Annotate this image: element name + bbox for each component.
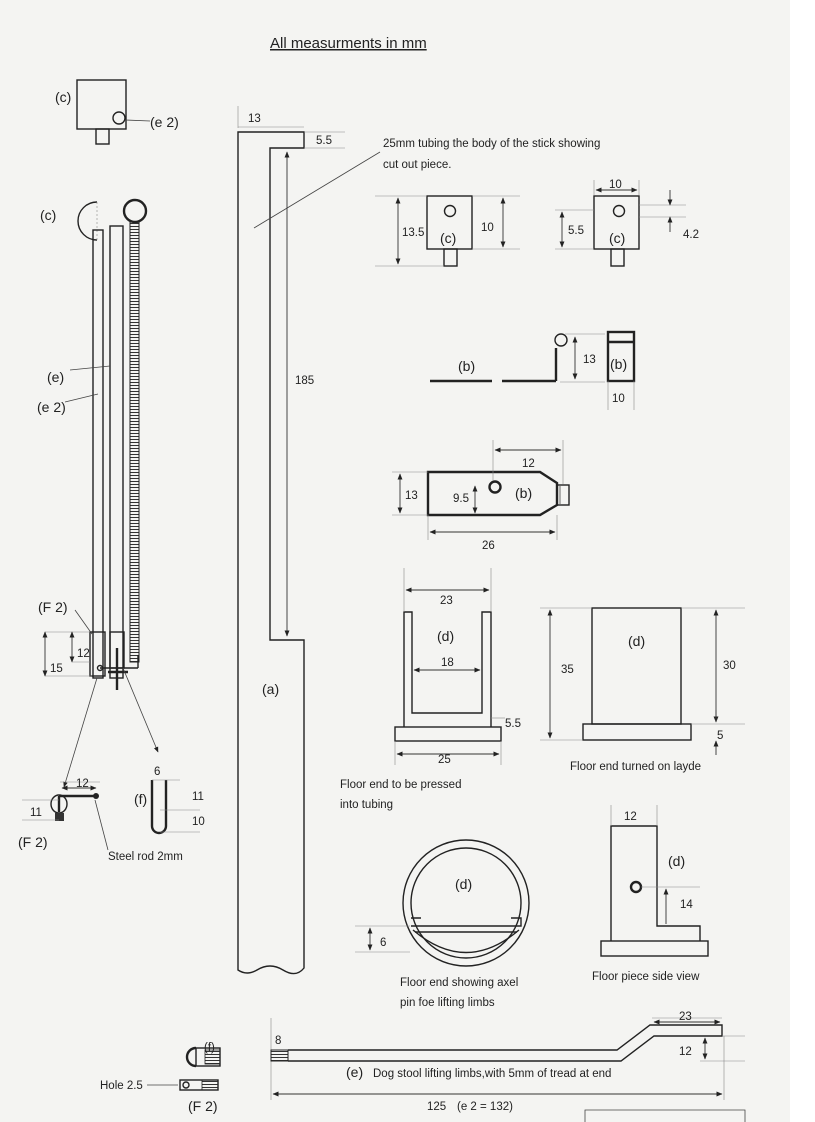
- part-d-turned-view: (d) 35 30 5 Floor end turned on layde: [540, 607, 745, 773]
- part-d-pressed-view: 23 (d) 18 5.5 25 Floor end to be pressed…: [340, 568, 521, 811]
- note-limbs: Dog stool lifting limbs,with 5mm of trea…: [373, 1068, 611, 1080]
- dim-c1-h: 13.5: [402, 227, 424, 239]
- part-c-view-2: 10 5.5 4.2 (c): [555, 179, 699, 267]
- part-c-small-view: (c) (e 2): [55, 79, 179, 145]
- dim-c2-w: 10: [609, 179, 622, 191]
- label-c-view-2: (c): [609, 230, 625, 246]
- part-f2-detail: 12 11 (F 2) Steel rod 2mm: [18, 778, 183, 863]
- dim-b-len: 26: [482, 540, 495, 552]
- dim-limb-length-e2: (e 2 = 132): [457, 1101, 513, 1113]
- dim-axel-gap: 6: [380, 937, 386, 949]
- dim-b-side-h: 13: [583, 354, 596, 366]
- label-f2-detail: (F 2): [18, 834, 48, 850]
- dim-b-h: 13: [405, 490, 418, 502]
- dim-c1-w: 10: [481, 222, 494, 234]
- note-floor-axel-1: Floor end showing axel: [400, 977, 518, 989]
- label-d-pressed: (d): [437, 628, 454, 644]
- dim-f-h1: 11: [192, 791, 204, 803]
- part-a-tube: 13 5.5 185 (a) 25mm tubing the body of t…: [237, 106, 600, 975]
- note-steel-rod: Steel rod 2mm: [108, 851, 183, 863]
- label-e2: (e 2): [150, 114, 179, 130]
- dim-a-top: 13: [248, 113, 261, 125]
- label-a: (a): [262, 681, 279, 697]
- left-assembly: (e) (e 2) (c) (F 2) 12 15: [37, 198, 159, 788]
- label-f2-small: (F 2): [188, 1098, 218, 1114]
- dim-f-w: 6: [154, 766, 160, 778]
- dim-b-hole: 9.5: [453, 493, 469, 505]
- part-f-detail: 6 11 10 (f): [134, 766, 205, 835]
- note-tubing-1: 25mm tubing the body of the stick showin…: [383, 138, 600, 150]
- dim-f2-b: 15: [50, 663, 63, 675]
- label-f-small: (f): [204, 1042, 215, 1054]
- dim-d2-base: 5: [717, 730, 723, 742]
- dim-b-end-w: 10: [612, 393, 625, 405]
- label-b-side: (b): [458, 358, 475, 374]
- dim-a-length: 185: [295, 375, 314, 387]
- label-d-turned: (d): [628, 633, 645, 649]
- page-margin-strip: [790, 0, 815, 1122]
- dim-d1-base-w: 25: [438, 754, 451, 766]
- dim-d1-base-h: 5.5: [505, 718, 521, 730]
- dim-d2-body: 30: [723, 660, 736, 672]
- label-c-view-1: (c): [440, 230, 456, 246]
- label-c-assembly: (c): [40, 207, 56, 223]
- note-tubing-2: cut out piece.: [383, 159, 451, 171]
- dim-c2-off: 4.2: [683, 229, 699, 241]
- label-b-end: (b): [610, 356, 627, 372]
- part-f-f2-small: (f) Hole 2.5 (F 2): [100, 1042, 221, 1114]
- part-b-side-view: (b) 13 (b) 10: [430, 330, 636, 410]
- label-e: (e): [47, 369, 64, 385]
- note-floor-pressed-2: into tubing: [340, 799, 393, 811]
- label-f2: (F 2): [38, 599, 68, 615]
- label-d-axel: (d): [455, 876, 472, 892]
- title-block-edge: [584, 1109, 746, 1122]
- drawing-title: All measurments in mm: [270, 35, 427, 52]
- dim-d1-inner: 18: [441, 657, 454, 669]
- label-c: (c): [55, 89, 71, 105]
- part-d-axel-view: (d) 6 Floor end showing axel pin foe lif…: [355, 839, 530, 1009]
- dim-rod-h: 11: [30, 807, 42, 819]
- label-b-top: (b): [515, 485, 532, 501]
- note-floor-side: Floor piece side view: [592, 971, 700, 983]
- note-floor-layde: Floor end turned on layde: [570, 761, 701, 773]
- label-e2-assembly: (e 2): [37, 399, 66, 415]
- note-floor-pressed-1: Floor end to be pressed: [340, 779, 461, 791]
- dim-e-end: 23: [679, 1011, 692, 1023]
- label-d-side: (d): [668, 853, 685, 869]
- part-c-view-1: 13.5 10 (c): [375, 195, 520, 267]
- label-e-limb: (e): [346, 1064, 363, 1080]
- dim-e-rise: 12: [679, 1046, 692, 1058]
- dim-b-top-len: 12: [522, 458, 535, 470]
- dim-d1-outer: 23: [440, 595, 453, 607]
- dim-e-tread: 8: [275, 1035, 281, 1047]
- dim-rod-len: 12: [76, 778, 89, 790]
- dim-f-h2: 10: [192, 816, 205, 828]
- part-b-top-view: 12 13 9.5 (b) 26: [392, 440, 570, 552]
- part-e-limb: 8 23 12 (e) Dog stool lifting limbs,with…: [270, 1011, 745, 1113]
- dim-d2-total: 35: [561, 664, 574, 676]
- dim-side-hole: 14: [680, 899, 693, 911]
- dim-side-w: 12: [624, 811, 637, 823]
- note-floor-axel-2: pin foe lifting limbs: [400, 997, 495, 1009]
- dim-f2-a: 12: [77, 648, 90, 660]
- note-hole: Hole 2.5: [100, 1080, 143, 1092]
- dim-c2-h: 5.5: [568, 225, 584, 237]
- part-d-side-view: 12 14 (d) Floor piece side view: [592, 805, 709, 983]
- label-f: (f): [134, 791, 147, 807]
- dim-limb-length: 125: [427, 1101, 446, 1113]
- dim-a-notch: 5.5: [316, 135, 332, 147]
